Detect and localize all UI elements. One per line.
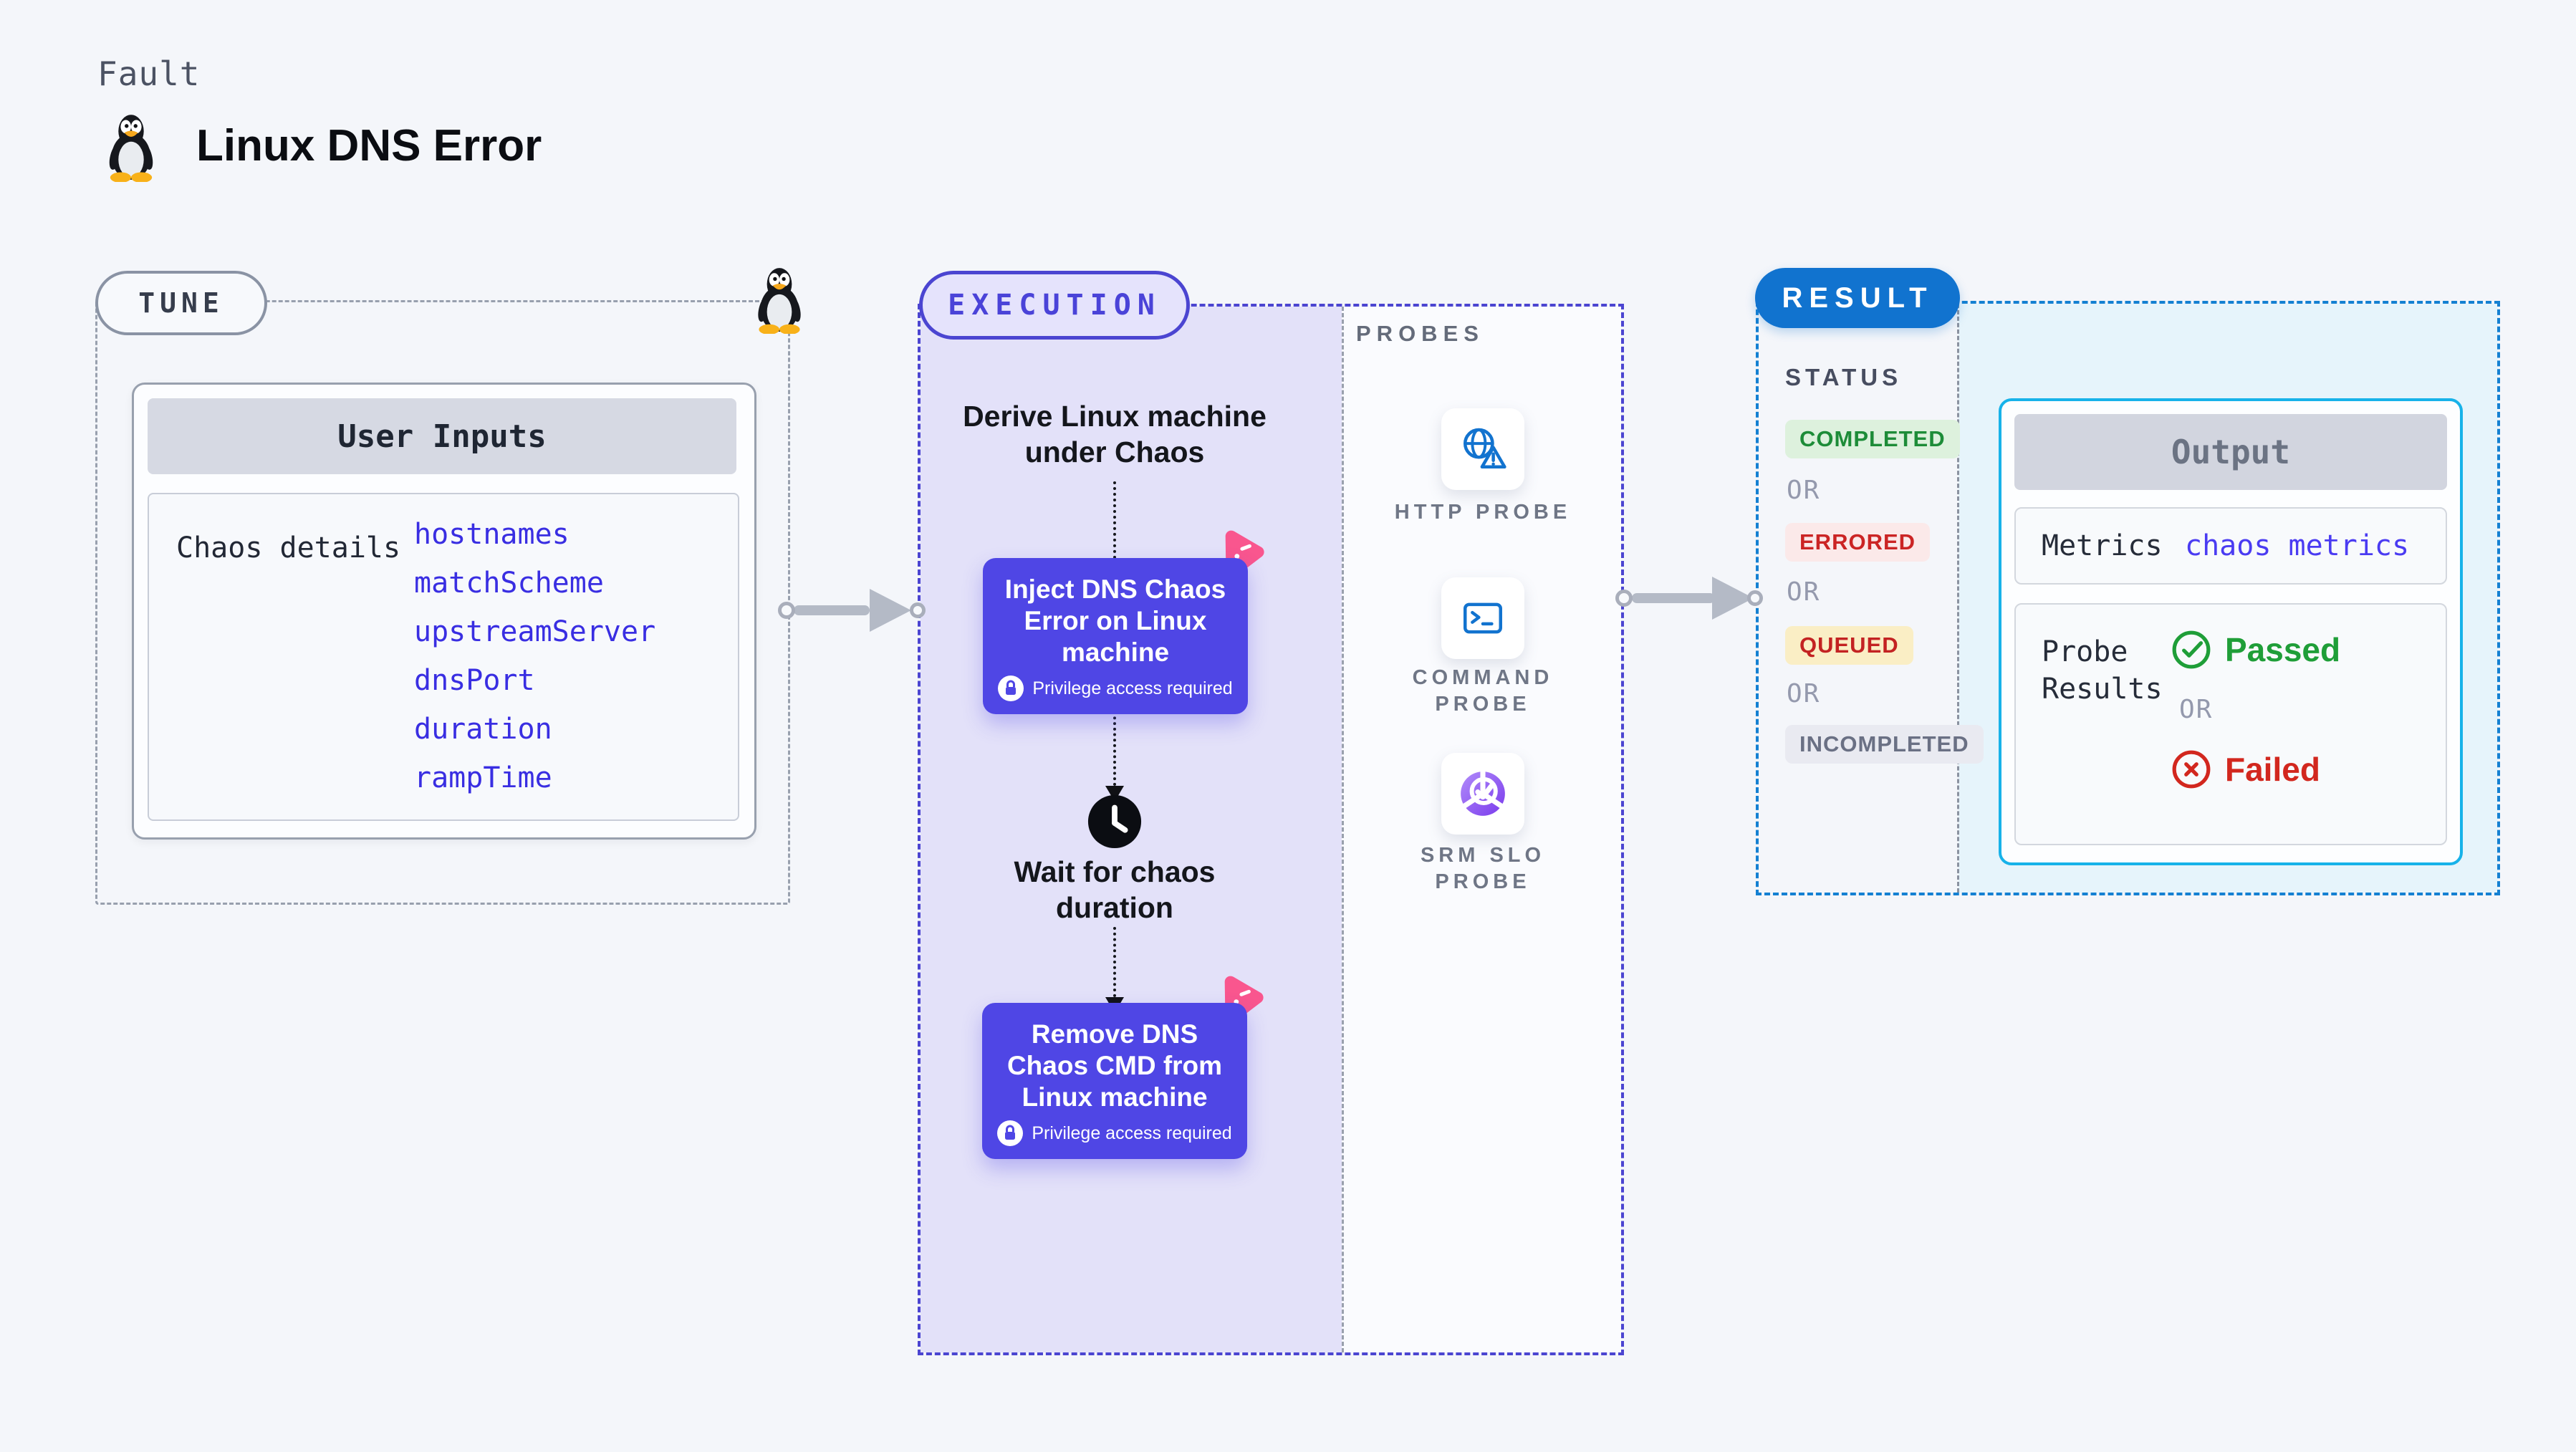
input-upstreamserver: upstreamServer [414,615,656,648]
check-circle-icon [2172,630,2211,669]
metrics-row: Metrics chaos metrics [2014,507,2447,585]
node-inject-dns-chaos: Inject DNS Chaos Error on Linux machine … [983,558,1248,714]
failed-label: Failed [2225,751,2320,788]
connector-dot [1615,590,1633,607]
step-wait-duration: Wait for chaos duration [1014,855,1216,924]
status-badge-incompleted: INCOMPLETED [1785,725,1984,764]
probe-result-failed: Failed [2171,749,2340,790]
fault-kicker: Fault [97,54,201,93]
terminal-icon [1464,602,1502,634]
probe-results-label: Probe Results [2042,635,2163,706]
dotted-connector [1113,481,1116,582]
user-inputs-body [148,493,739,821]
connector-dot [910,602,926,618]
dotted-connector [1113,706,1116,786]
tux-penguin-icon [109,115,153,182]
connector-dot [1747,590,1763,606]
chaos-details-label: Chaos details [176,532,401,564]
srm-slo-probe-card [1441,753,1524,835]
slo-donut-check-icon [1461,769,1505,816]
probe-result-passed: Passed [2171,629,2340,670]
result-divider [1957,304,1959,893]
execution-probes-divider [1342,307,1344,1352]
node-title: Remove DNS Chaos CMD from Linux machine [1006,1019,1223,1112]
command-probe-label: COMMAND PROBE [1412,666,1554,716]
passed-label: Passed [2225,631,2341,668]
privilege-note: Privilege access required [1032,678,1233,698]
status-badge-queued: QUEUED [1785,626,1913,665]
x-circle-icon [2172,750,2211,789]
globe-warning-icon [1464,428,1506,468]
input-matchscheme: matchScheme [414,567,604,600]
command-probe-card [1441,577,1524,659]
input-ramptime: rampTime [414,761,552,794]
execution-section-box [918,304,1624,1355]
user-inputs-title: User Inputs [148,398,736,474]
connector-dot [778,602,795,619]
probe-results-row: Probe Results Passed OR Failed [2014,603,2447,845]
or-separator: OR [1787,577,1821,607]
dotted-connector [1113,927,1116,997]
step-derive-machine: Derive Linux machine under Chaos [963,400,1267,468]
tux-penguin-icon [758,268,801,334]
input-hostnames: hostnames [414,518,569,551]
clock-icon [1087,794,1142,849]
probes-section-label: PROBES [1356,321,1484,346]
node-title: Inject DNS Chaos Error on Linux machine [1004,574,1226,667]
status-heading: STATUS [1785,364,1903,390]
flow-arrow [1632,593,1715,603]
lock-icon [998,675,1024,701]
page-title: Linux DNS Error [196,121,542,170]
input-dnsport: dnsPort [414,664,535,697]
output-title: Output [2014,414,2447,490]
metrics-value: chaos metrics [2185,529,2410,562]
or-separator: OR [1787,476,1821,505]
status-badge-completed: COMPLETED [1785,420,1960,458]
srm-slo-probe-label: SRM SLO PROBE [1420,844,1546,893]
privilege-note: Privilege access required [1032,1122,1232,1143]
flow-arrow [794,605,870,615]
http-probe-card [1441,408,1524,490]
http-probe-label: HTTP PROBE [1394,501,1572,524]
input-duration: duration [414,713,552,746]
flow-arrowhead [870,589,911,632]
execution-section-label: EXECUTION [919,271,1190,340]
or-separator: OR [1787,679,1821,708]
lock-icon [997,1120,1024,1146]
metrics-label: Metrics [2042,529,2163,562]
result-section-label: RESULT [1755,268,1960,328]
node-remove-dns-chaos: Remove DNS Chaos CMD from Linux machine … [982,1003,1247,1159]
tune-section-label: TUNE [95,271,267,335]
status-badge-errored: ERRORED [1785,523,1931,562]
or-separator: OR [2179,695,2214,724]
flow-arrowhead [1712,577,1754,620]
chaos-inputs-list: hostnames matchScheme upstreamServer dns… [414,510,655,802]
